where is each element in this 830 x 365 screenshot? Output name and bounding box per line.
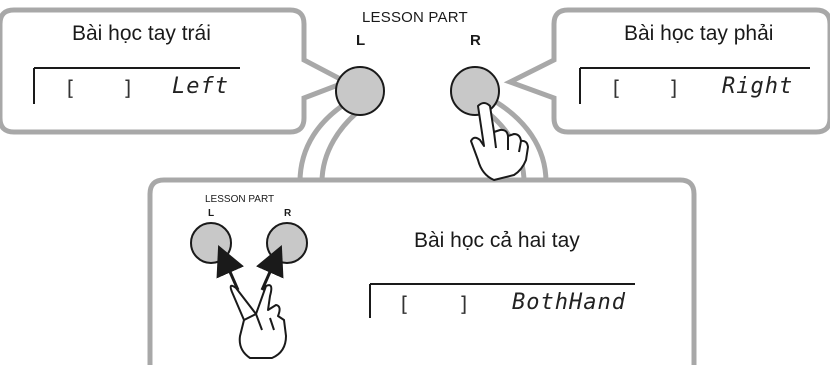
- left-lesson-button[interactable]: [335, 66, 385, 116]
- left-key-label: L: [356, 32, 366, 49]
- left-display-close: ]: [122, 76, 135, 100]
- right-key-label: R: [470, 32, 481, 49]
- pointing-hand-icon: [470, 102, 529, 181]
- left-display-text: Left: [172, 74, 229, 99]
- both-display-close: ]: [458, 292, 471, 316]
- arrow-icon: [216, 245, 244, 291]
- both-right-key-label: R: [284, 208, 292, 219]
- left-lcd-frame: [33, 67, 240, 104]
- lesson-part-label: LESSON PART: [362, 9, 468, 26]
- right-display-close: ]: [668, 76, 681, 100]
- right-hand-title: Bài học tay phải: [624, 22, 774, 45]
- both-left-key-label: L: [208, 208, 215, 219]
- both-display-open: [: [398, 292, 411, 316]
- right-lcd-frame: [579, 67, 810, 104]
- both-hands-title: Bài học cả hai tay: [414, 229, 580, 252]
- both-right-button[interactable]: [266, 222, 308, 264]
- two-finger-hand-icon: [229, 284, 287, 359]
- both-lesson-part-label: LESSON PART: [205, 194, 275, 205]
- both-lcd-frame: [369, 283, 635, 318]
- right-display-open: [: [610, 76, 623, 100]
- left-hand-callout: [0, 7, 353, 135]
- left-hand-title: Bài học tay trái: [72, 22, 211, 45]
- right-display-text: Right: [722, 74, 794, 99]
- left-display-open: [: [64, 76, 77, 100]
- right-hand-callout: [503, 7, 830, 135]
- arrow-icon: [256, 245, 284, 291]
- right-lesson-button[interactable]: [450, 66, 500, 116]
- both-display-text: BothHand: [512, 290, 626, 315]
